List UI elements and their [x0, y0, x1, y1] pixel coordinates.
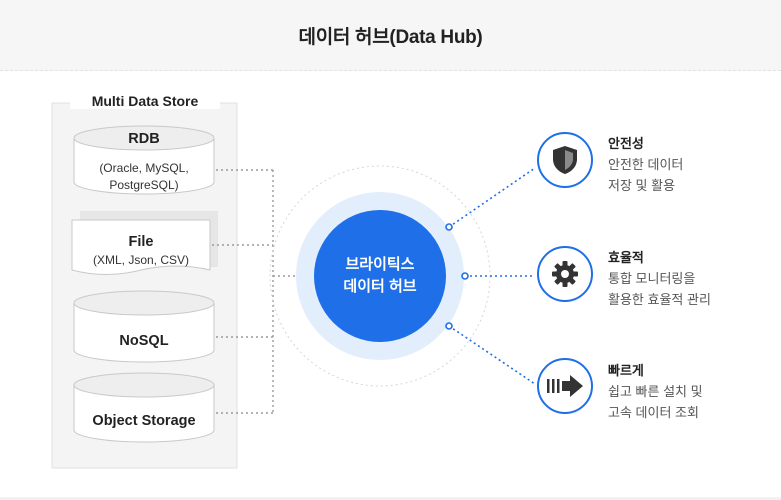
feature-desc-safety-2: 저장 및 활용	[608, 178, 676, 193]
gear-icon	[552, 261, 578, 287]
feature-desc-safety-1: 안전한 데이터	[608, 157, 684, 172]
file-document-shape	[71, 211, 218, 275]
feature-desc-efficiency-1: 통합 모니터링을	[608, 271, 696, 286]
store-title: Multi Data Store	[70, 93, 220, 109]
header-bar: 데이터 허브(Data Hub)	[0, 0, 781, 71]
rdb-label: RDB	[128, 131, 160, 147]
hub-core	[314, 210, 446, 342]
nosql-label: NoSQL	[119, 333, 169, 349]
safety-icon-circle	[537, 132, 593, 188]
feature-desc-efficiency-2: 활용한 효율적 관리	[608, 292, 711, 307]
feature-desc-speed-2: 고속 데이터 조회	[608, 405, 699, 420]
speed-icon-circle	[537, 358, 593, 414]
object-storage-label: Object Storage	[92, 413, 196, 429]
nosql-cylinder	[73, 290, 215, 363]
efficiency-icon-circle	[537, 246, 593, 302]
page-title: 데이터 허브(Data Hub)	[298, 26, 483, 48]
rdb-detail-1: (Oracle, MySQL,	[99, 161, 189, 175]
hub-label-line2: 데이터 허브	[343, 278, 417, 295]
shield-icon	[553, 146, 577, 174]
feature-title-safety: 안전성	[608, 136, 644, 151]
rdb-cylinder	[73, 125, 215, 195]
rdb-detail-2: PostgreSQL)	[109, 178, 179, 192]
hub-label: 브라이틱스 데이터 허브	[316, 254, 444, 298]
fast-forward-arrow-icon	[547, 375, 583, 397]
feature-desc-speed-1: 쉽고 빠른 설치 및	[608, 384, 703, 399]
feature-title-speed: 빠르게	[608, 363, 644, 378]
feature-connectors	[448, 167, 536, 385]
file-detail: (XML, Json, CSV)	[92, 253, 190, 267]
object-storage-cylinder	[73, 372, 215, 443]
file-label: File	[128, 234, 154, 250]
bottom-divider	[0, 497, 781, 500]
feature-title-efficiency: 효율적	[608, 250, 644, 265]
hub-label-line1: 브라이틱스	[345, 256, 415, 273]
connector-dots	[445, 223, 469, 330]
store-connectors	[212, 169, 312, 414]
